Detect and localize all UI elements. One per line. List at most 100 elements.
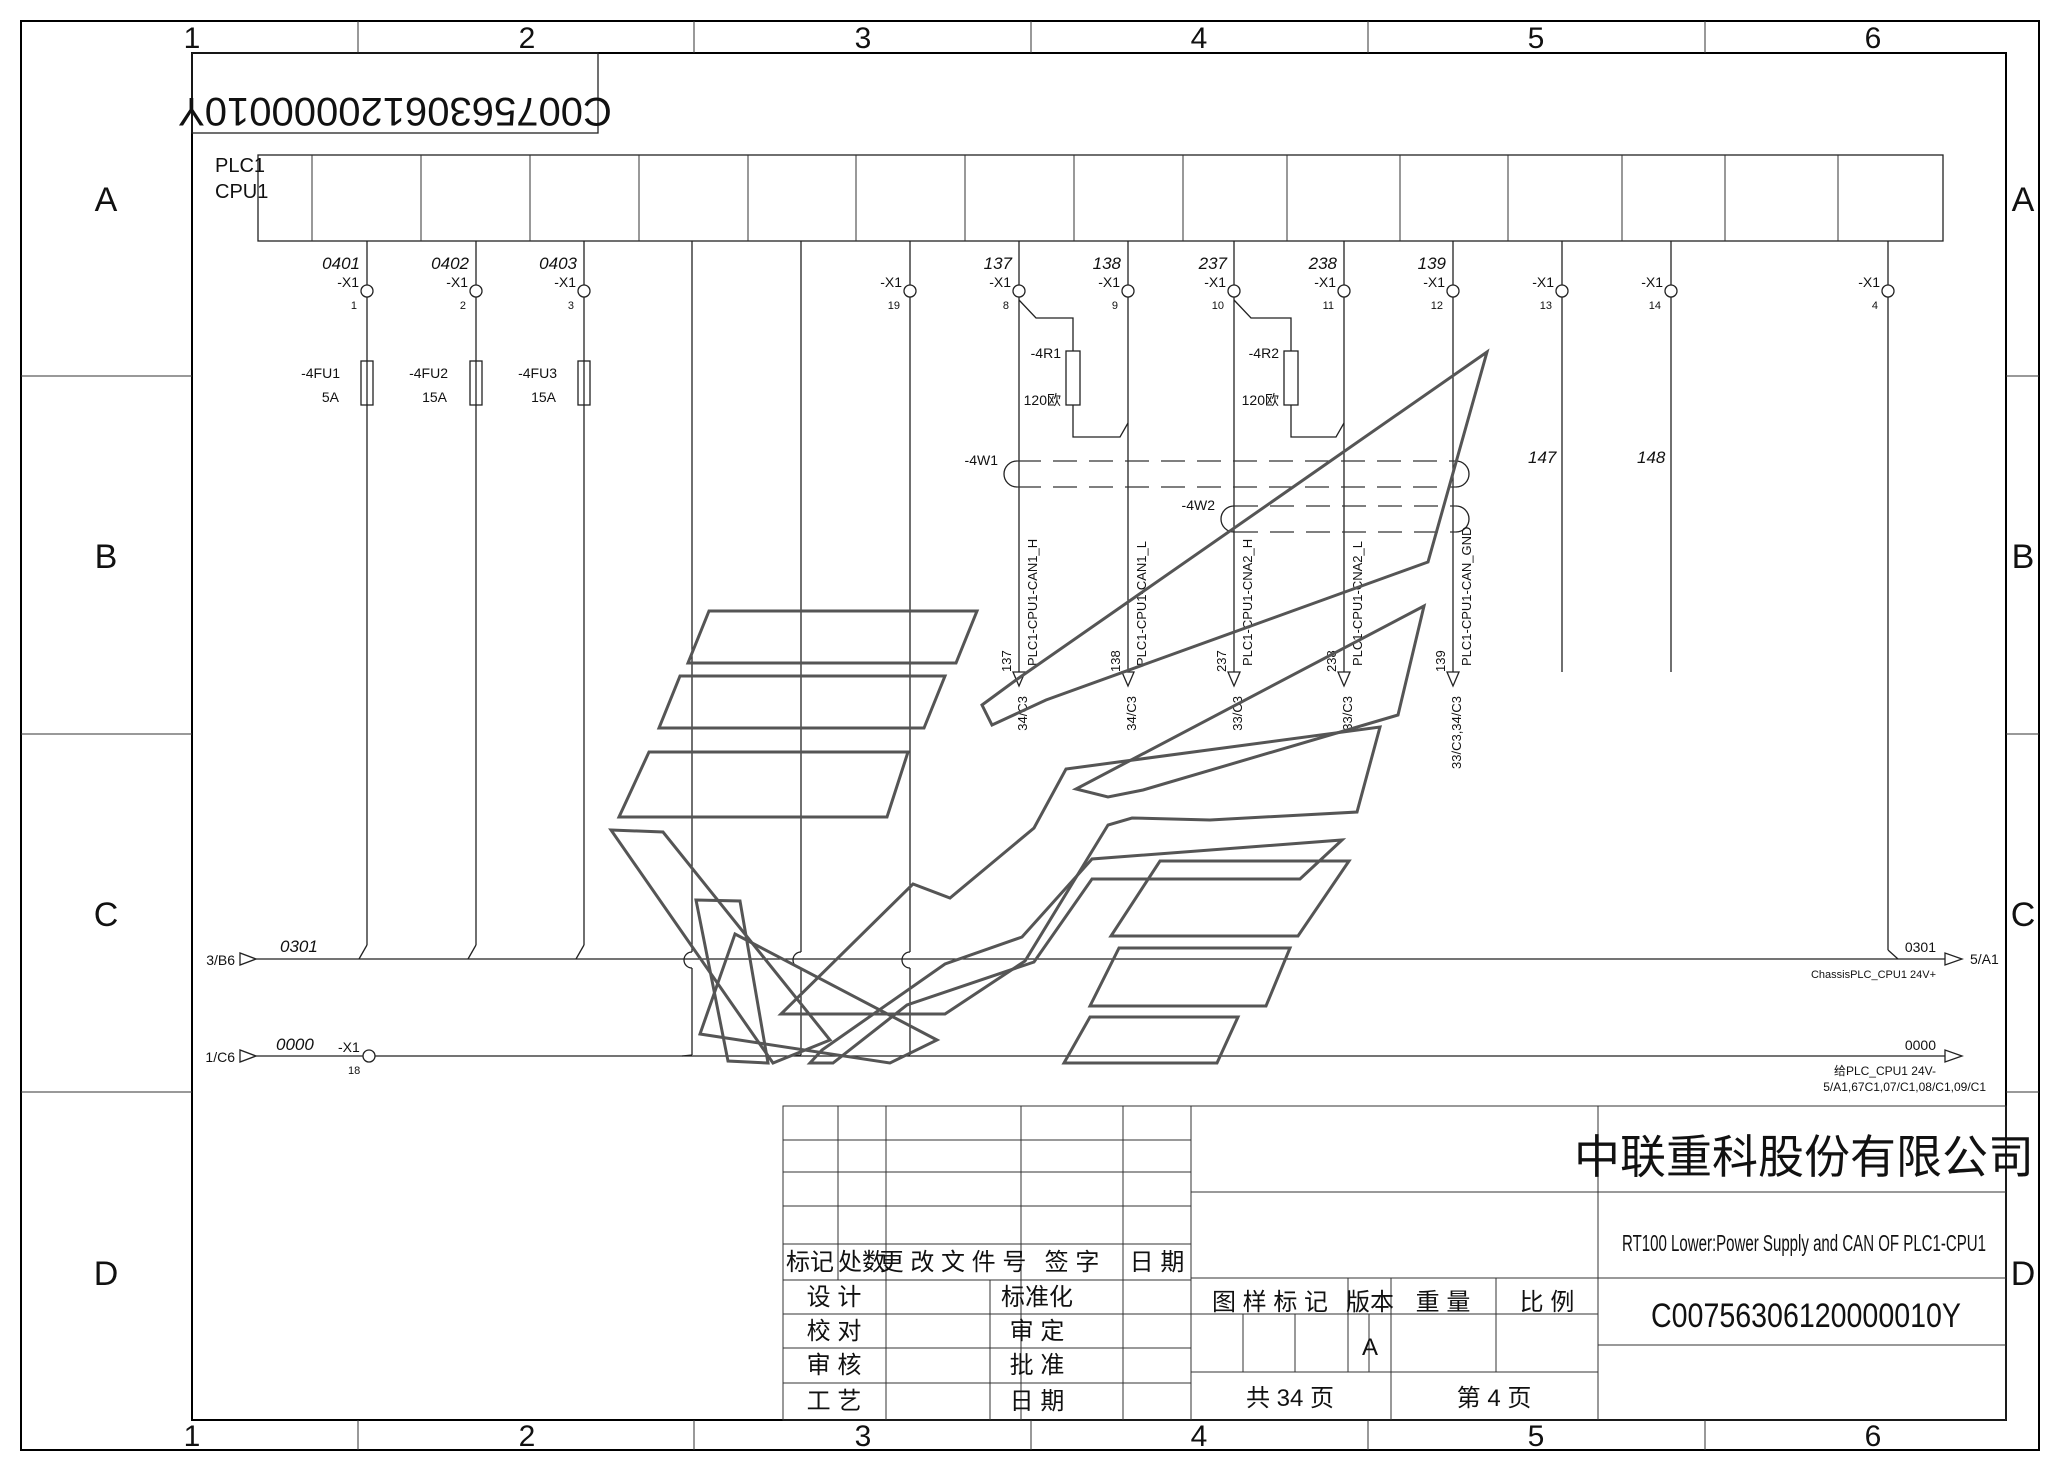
bus-minus-terminal-tag: -X1 — [338, 1039, 360, 1055]
column-label-2: 2 — [519, 22, 536, 55]
terminal-tag-10: -X1 — [1204, 274, 1226, 290]
vertical-wires — [358, 241, 1899, 1057]
signal-wire-137: 137 — [999, 650, 1014, 672]
signal-name-can-gnd: PLC1-CPU1-CAN_GND — [1459, 527, 1474, 666]
terminal-wire-0403: 0403 — [539, 254, 577, 273]
column-label-4-bottom: 4 — [1191, 1420, 1208, 1453]
signal-name-can2-l: PLC1-CPU1-CNA2_L — [1350, 541, 1365, 666]
fuse-rating-3: 15A — [531, 389, 557, 405]
rev-header-count: 处数 — [838, 1249, 886, 1276]
title-block: 标记 处数 更 改 文 件 号 签 字 日 期 设 计 校 对 审 核 工 艺 … — [782, 1105, 2034, 1421]
row-label-b-right: B — [2012, 538, 2035, 576]
terminal-tag-1: -X1 — [337, 274, 359, 290]
terminal-pin-10: 10 — [1212, 300, 1224, 312]
fuses: -4FU1 5A -4FU2 15A -4FU3 15A — [301, 360, 591, 406]
fuse-rating-2: 15A — [422, 389, 448, 405]
bus-24v-plus: 3/B6 0301 0301 5/A1 ChassisPLC_CPU1 24V+ — [206, 937, 1999, 981]
bus-plus-ref-in: 3/B6 — [206, 952, 235, 968]
shielded-cables: -4W1 -4W2 — [965, 452, 1470, 533]
signal-ref-138: 34/C3 — [1124, 696, 1139, 731]
fuse-tag-1: -4FU1 — [301, 365, 340, 381]
module-name-cpu: CPU1 — [215, 181, 268, 203]
role-review: 审 核 — [807, 1352, 862, 1379]
header-weight: 重 量 — [1416, 1289, 1471, 1316]
terminal-strip: 0401 0402 0403 137 138 237 238 139 -X1 -… — [322, 254, 1895, 312]
row-label-a: A — [95, 181, 118, 219]
termination-resistors: -4R1 120欧 -4R2 120欧 — [1018, 299, 1345, 438]
signal-ref-137: 34/C3 — [1015, 696, 1030, 731]
bus-plus-wire: 0301 — [280, 937, 318, 956]
signal-ref-139: 33/C3,34/C3 — [1449, 696, 1464, 769]
terminal-wire-137: 137 — [984, 254, 1013, 273]
terminal-tag-9: -X1 — [1098, 274, 1120, 290]
column-label-5-bottom: 5 — [1528, 1420, 1545, 1453]
drawing-frame: 1 2 3 4 5 6 1 2 3 4 5 6 A B C D A B C D — [20, 20, 2040, 1453]
bus-minus-ref-list: 5/A1,67C1,07/C1,08/C1,09/C1 — [1823, 1080, 1986, 1094]
role-check: 校 对 — [807, 1318, 862, 1345]
fuse-tag-2: -4FU2 — [409, 365, 448, 381]
cable-tag-w1: -4W1 — [965, 452, 999, 468]
column-label-6: 6 — [1865, 22, 1882, 55]
signal-name-can1-h: PLC1-CPU1-CAN1_H — [1025, 539, 1040, 666]
rev-header-sign: 签 字 — [1045, 1249, 1100, 1276]
header-drawing-mark: 图 样 标 记 — [1212, 1289, 1328, 1316]
row-label-c-right: C — [2011, 896, 2036, 934]
bus-plus-ref-out: 5/A1 — [1970, 951, 1999, 967]
wire-number-147: 147 — [1528, 448, 1557, 467]
header-scale: 比 例 — [1520, 1289, 1575, 1316]
page-number: 第 4 页 — [1457, 1385, 1532, 1412]
mirrored-code-text: C00756306120000010Y — [178, 89, 612, 133]
terminal-pin-1: 1 — [351, 300, 357, 312]
drawing-title: RT100 Lower:Power Supply and CAN OF PLC1… — [1622, 1230, 1986, 1256]
column-label-1: 1 — [184, 22, 201, 55]
terminal-wire-238: 238 — [1308, 254, 1338, 273]
terminal-pin-13: 13 — [1540, 300, 1552, 312]
resistor-value-2: 120欧 — [1242, 392, 1279, 408]
drawing-code: C00756306120000010Y — [1651, 1297, 1961, 1335]
terminal-wire-138: 138 — [1093, 254, 1122, 273]
terminal-pin-2: 2 — [460, 300, 466, 312]
company-name: 中联重科股份有限公司 — [1574, 1131, 2034, 1183]
wire-number-148: 148 — [1637, 448, 1666, 467]
plc-module: PLC1 CPU1 — [215, 154, 1944, 242]
signal-name-can2-h: PLC1-CPU1-CNA2_H — [1240, 539, 1255, 666]
terminal-tag-2: -X1 — [446, 274, 468, 290]
rev-header-mark: 标记 — [786, 1249, 834, 1276]
terminal-wire-0401: 0401 — [322, 254, 360, 273]
fuse-tag-3: -4FU3 — [518, 365, 557, 381]
terminal-pin-19: 19 — [888, 300, 900, 312]
module-name-plc: PLC1 — [215, 155, 265, 177]
column-label-2-bottom: 2 — [519, 1420, 536, 1453]
terminal-wire-0402: 0402 — [431, 254, 469, 273]
terminal-wire-237: 237 — [1198, 254, 1228, 273]
bus-plus-wire-out: 0301 — [1905, 939, 1936, 955]
fuse-rating-1: 5A — [322, 389, 340, 405]
resistor-tag-1: -4R1 — [1031, 345, 1062, 361]
rev-header-date: 日 期 — [1130, 1249, 1185, 1276]
total-pages: 共 34 页 — [1246, 1385, 1334, 1412]
terminal-tag-14: -X1 — [1641, 274, 1663, 290]
signal-name-can1-l: PLC1-CPU1-CAN1_L — [1134, 541, 1149, 666]
bus-minus-terminal-pin: 18 — [348, 1065, 360, 1077]
bus-minus-ref-in: 1/C6 — [205, 1049, 235, 1065]
row-label-c: C — [94, 896, 119, 934]
row-label-b: B — [95, 538, 118, 576]
bus-minus-desc: 给PLC_CPU1 24V- — [1834, 1064, 1936, 1078]
bus-minus-wire-out: 0000 — [1905, 1037, 1936, 1053]
signal-wire-139: 139 — [1433, 650, 1448, 672]
column-label-3: 3 — [855, 22, 872, 55]
row-label-d-right: D — [2011, 1255, 2036, 1293]
terminal-tag-13: -X1 — [1532, 274, 1554, 290]
column-label-5: 5 — [1528, 22, 1545, 55]
bus-plus-desc: ChassisPLC_CPU1 24V+ — [1811, 969, 1936, 981]
terminal-tag-3: -X1 — [554, 274, 576, 290]
signal-wire-237: 237 — [1214, 650, 1229, 672]
bus-0v-minus: 1/C6 0000 -X1 18 0000 给PLC_CPU1 24V- 5/A… — [205, 1035, 1986, 1094]
bus-minus-wire: 0000 — [276, 1035, 314, 1054]
row-label-a-right: A — [2012, 181, 2035, 219]
resistor-value-1: 120欧 — [1024, 392, 1061, 408]
resistor-tag-2: -4R2 — [1249, 345, 1280, 361]
terminal-tag-19: -X1 — [880, 274, 902, 290]
terminal-tag-8: -X1 — [989, 274, 1011, 290]
